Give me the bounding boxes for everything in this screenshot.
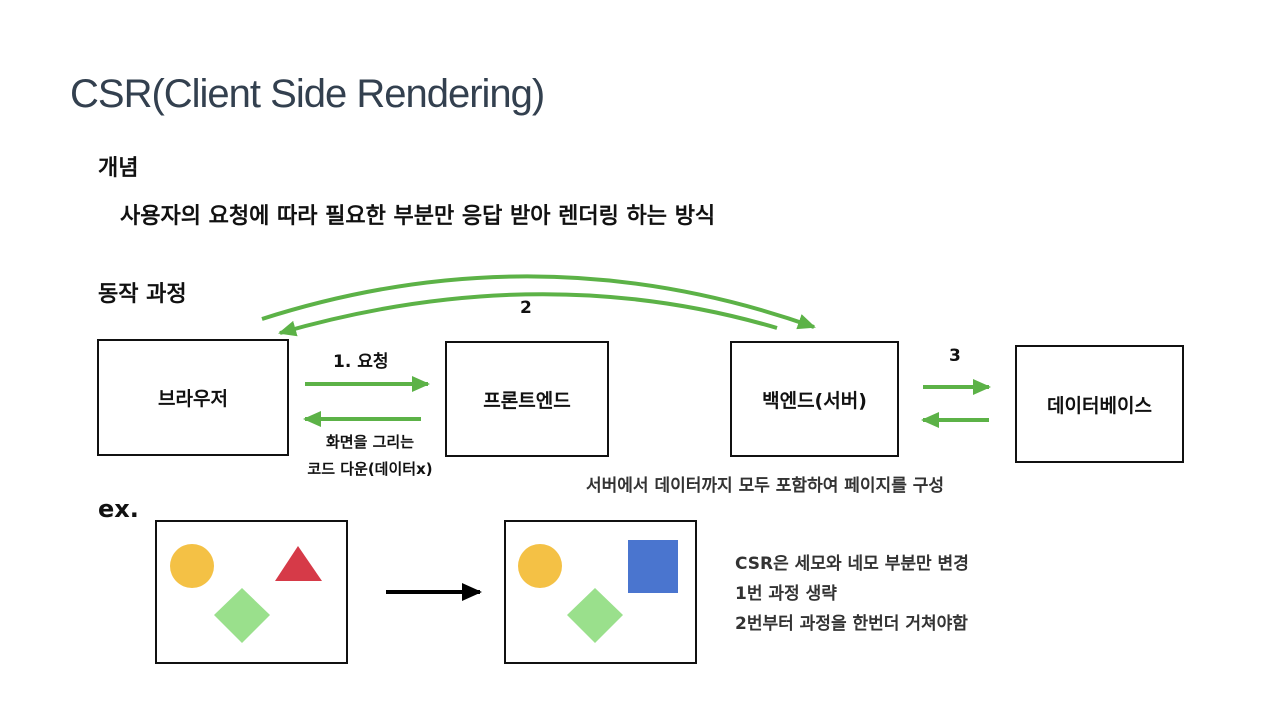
before-screen-frame — [155, 520, 348, 664]
after-screen-shapes — [518, 540, 678, 643]
square-shape — [628, 540, 678, 593]
before-screen-shapes — [170, 544, 322, 643]
concept-text: 사용자의 요청에 따라 필요한 부분만 응답 받아 렌더링 하는 방식 — [120, 204, 716, 229]
circle-shape — [518, 544, 562, 588]
browser-label: 브라우저 — [158, 388, 228, 410]
browser-box: 브라우저 — [97, 339, 289, 456]
step2-arrow-to-backend — [261, 274, 816, 330]
response-note: 화면을 그리는 코드 다운(데이터x) — [290, 429, 450, 483]
concept-heading: 개념 — [98, 156, 139, 181]
example-heading: ex. — [98, 495, 139, 523]
note-line: 1번 과정 생략 — [735, 584, 837, 604]
backend-label: 백엔드(서버) — [762, 389, 867, 412]
after-screen-frame — [504, 520, 697, 664]
frontend-box: 프론트엔드 — [445, 341, 609, 457]
step1-label: 1. 요청 — [333, 352, 389, 372]
triangle-shape — [275, 546, 322, 581]
note-line: CSR은 세모와 네모 부분만 변경 — [735, 554, 969, 574]
response-line2: 코드 다운(데이터x) — [307, 460, 433, 478]
backend-box: 백엔드(서버) — [730, 341, 899, 457]
backend-note: 서버에서 데이터까지 모두 포함하여 페이지를 구성 — [586, 476, 945, 496]
diamond-shape — [567, 588, 623, 643]
step3-label: 3 — [949, 346, 961, 366]
example-notes: CSR은 세모와 네모 부분만 변경 1번 과정 생략 2번부터 과정을 한번더… — [735, 549, 969, 639]
page-title: CSR(Client Side Rendering) — [70, 72, 545, 116]
note-line: 2번부터 과정을 한번더 거쳐야함 — [735, 614, 968, 634]
circle-shape — [170, 544, 214, 588]
frontend-label: 프론트엔드 — [483, 389, 571, 412]
database-box: 데이터베이스 — [1015, 345, 1184, 463]
process-heading: 동작 과정 — [98, 282, 187, 307]
response-line1: 화면을 그리는 — [325, 433, 415, 451]
database-label: 데이터베이스 — [1047, 394, 1152, 417]
diamond-shape — [214, 588, 270, 643]
step2-label: 2 — [520, 298, 532, 318]
